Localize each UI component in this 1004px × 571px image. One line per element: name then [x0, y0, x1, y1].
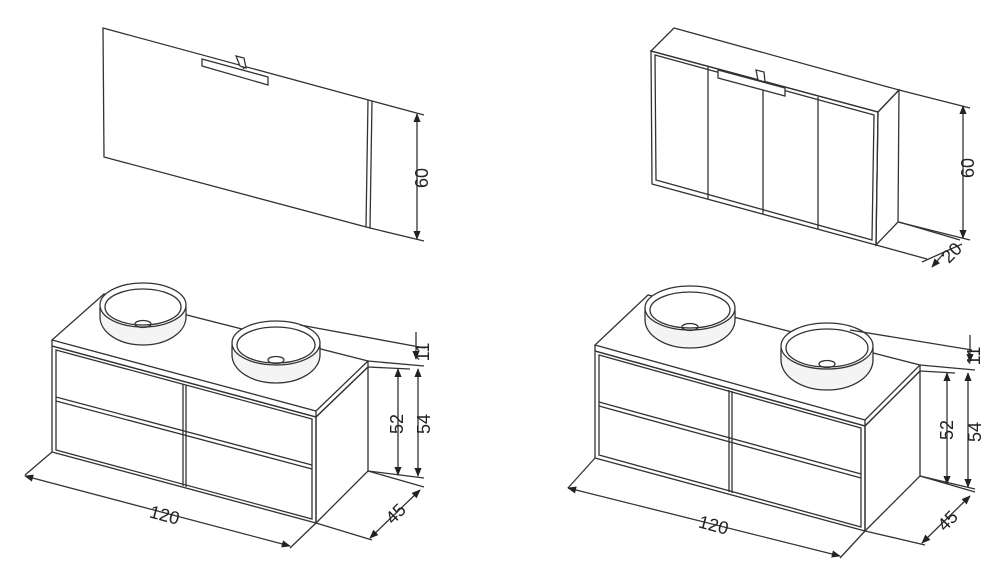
left-top-thickness-label: 11 — [413, 343, 433, 362]
sink-left-2 — [231, 320, 321, 384]
right-drawer-height-label: 52 — [937, 420, 957, 440]
vanity-left-drawing — [24, 282, 426, 549]
vanity-left-depth-dim — [315, 470, 425, 541]
mirror-height-label: 60 — [412, 168, 432, 188]
cabinet-depth-label: 20 — [938, 239, 966, 267]
right-body-height-label: 54 — [965, 422, 985, 442]
cabinet-lamp — [717, 69, 786, 97]
sink-left-1 — [99, 282, 187, 346]
vanity-right-width-dim — [567, 457, 866, 559]
mirror-drawing — [102, 27, 425, 242]
left-drawer-height-label: 52 — [387, 414, 407, 434]
cabinet-height-label: 60 — [958, 158, 978, 178]
sink-right-2 — [780, 322, 874, 391]
vanity-left-height-dims — [367, 332, 425, 479]
cabinet-depth-dimension — [875, 221, 963, 268]
vanity-left-width-dim — [24, 451, 317, 549]
mirror-lamp — [201, 55, 269, 86]
mirror-cabinet-drawing — [649, 27, 971, 268]
mirror-height-dimension — [369, 100, 425, 242]
vanity-right-drawing — [567, 285, 976, 559]
left-body-height-label: 54 — [414, 414, 434, 434]
right-top-thickness-label: 11 — [964, 347, 984, 366]
sink-right-1 — [644, 285, 736, 349]
right-depth-label: 45 — [934, 507, 962, 535]
right-width-label: 120 — [696, 512, 730, 539]
left-width-label: 120 — [147, 502, 181, 529]
vanity-right-depth-dim — [864, 475, 976, 546]
